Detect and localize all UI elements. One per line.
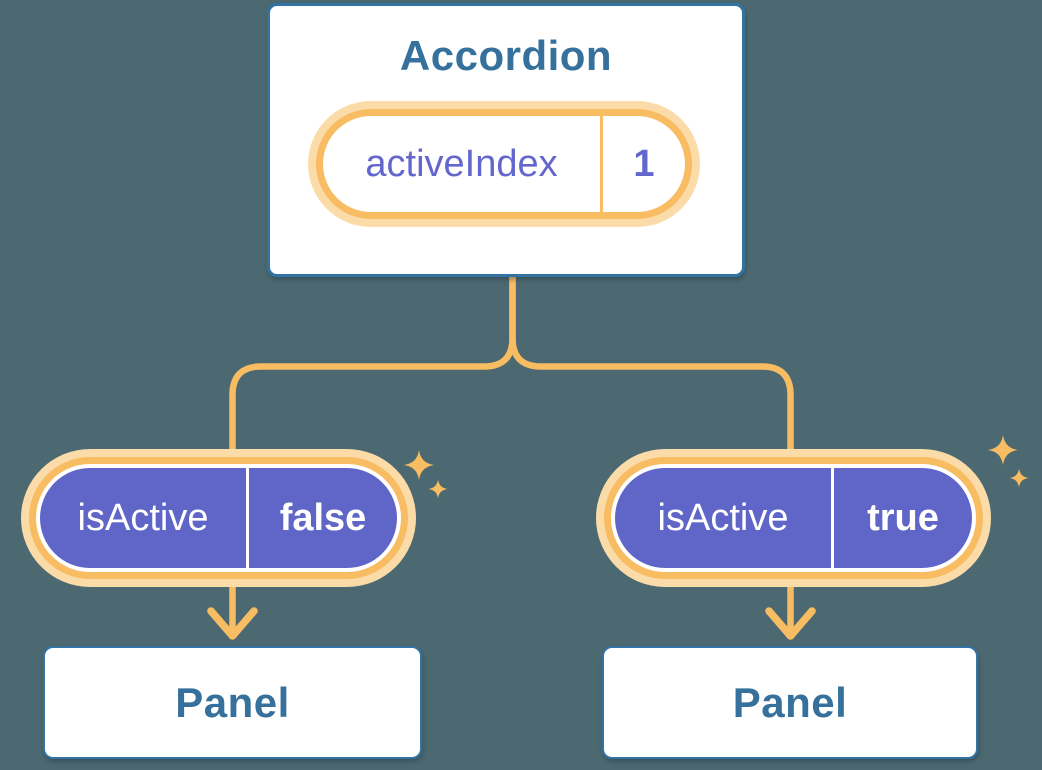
panel-box-left: Panel bbox=[43, 646, 422, 759]
prop-pill-value: false bbox=[279, 496, 367, 539]
state-pill-value: 1 bbox=[633, 142, 655, 185]
sparkle-icon bbox=[988, 435, 1018, 465]
accordion-title: Accordion bbox=[399, 32, 613, 79]
sparkle-icon bbox=[404, 450, 434, 480]
connector-line-right bbox=[509, 272, 794, 638]
state-pill-active-index: activeIndex 1 bbox=[316, 109, 692, 219]
sparkle-icon bbox=[428, 479, 448, 499]
panel-label: Panel bbox=[175, 678, 290, 726]
arrow-down-icon bbox=[207, 607, 258, 640]
prop-pill-is-active-false: isActive false bbox=[36, 464, 401, 572]
panel-box-right: Panel bbox=[602, 646, 978, 759]
prop-pill-is-active-true: isActive true bbox=[611, 464, 976, 572]
pill-divider bbox=[246, 468, 249, 568]
pill-divider bbox=[831, 468, 834, 568]
prop-pill-label: isActive bbox=[657, 496, 789, 539]
arrow-down-icon bbox=[765, 607, 816, 640]
connector-line-left bbox=[229, 272, 516, 638]
state-pill-label: activeIndex bbox=[365, 142, 558, 185]
prop-pill-label: isActive bbox=[77, 496, 209, 539]
panel-label: Panel bbox=[732, 678, 848, 726]
pill-divider bbox=[600, 116, 603, 212]
sparkle-icon bbox=[1009, 468, 1029, 488]
prop-pill-value: true bbox=[867, 496, 939, 539]
